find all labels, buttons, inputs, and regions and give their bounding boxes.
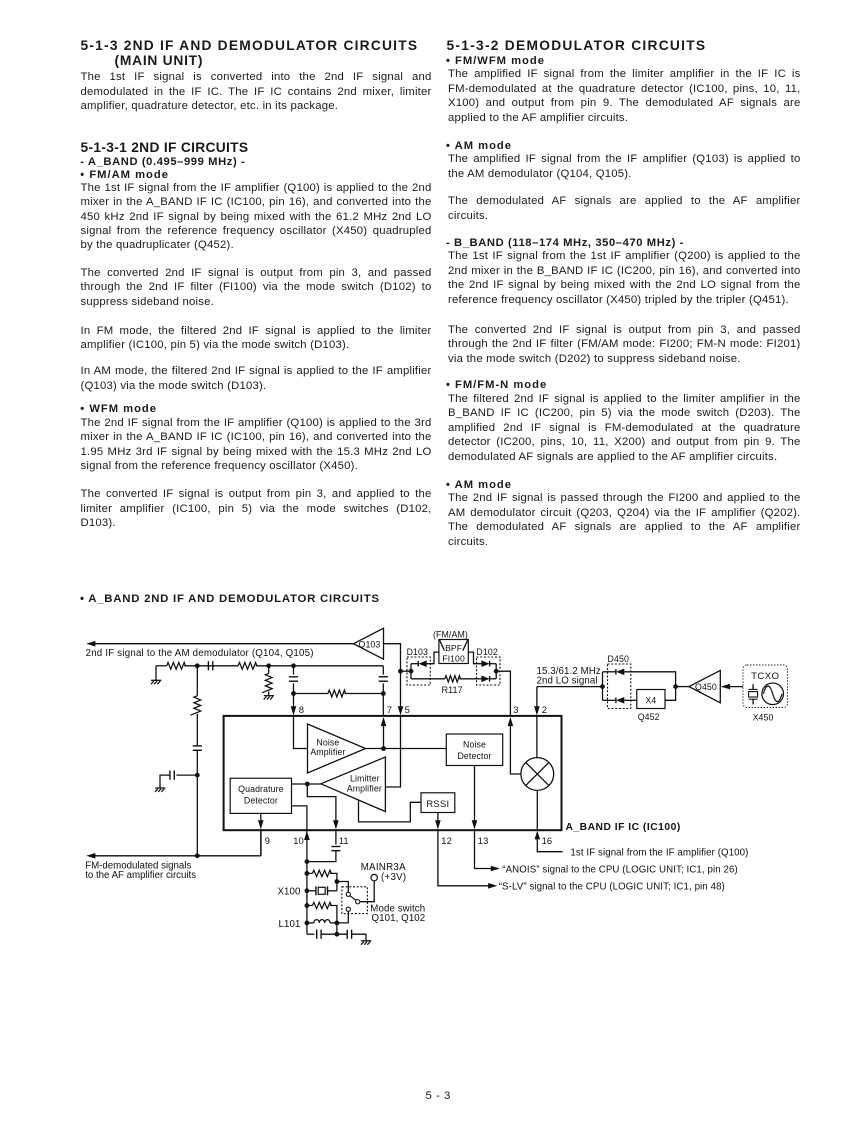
svg-text:Quadrature: Quadrature [238,784,284,794]
svg-text:RSSI: RSSI [426,798,449,809]
svg-text:FM-demodulated signals: FM-demodulated signals [85,860,191,871]
svg-text:D103: D103 [407,647,428,657]
svg-text:16: 16 [542,835,553,846]
svg-text:Noise: Noise [316,738,339,748]
svg-text:Amplifier: Amplifier [310,747,345,757]
svg-text:MAINR3A: MAINR3A [361,862,406,873]
svg-text:2: 2 [542,704,547,715]
svg-text:L101: L101 [279,919,301,930]
svg-text:(FM/AM): (FM/AM) [433,629,468,639]
svg-text:TCXO: TCXO [751,671,779,682]
svg-text:Mode switch: Mode switch [370,904,425,915]
svg-text:13: 13 [478,835,489,846]
svg-text:3: 3 [513,704,518,715]
svg-text:R117: R117 [442,685,463,695]
svg-text:9: 9 [265,835,270,846]
svg-text:X450: X450 [753,713,774,723]
svg-text:1st IF signal from the IF ampl: 1st IF signal from the IF amplifier (Q10… [570,848,748,859]
svg-text:D450: D450 [608,654,629,664]
svg-text:5: 5 [405,704,410,715]
svg-text:Limitter: Limitter [350,773,380,783]
svg-text:2nd IF signal to the AM demodu: 2nd IF signal to the AM demodulator (Q10… [86,648,314,659]
svg-text:X100: X100 [277,887,301,898]
svg-text:15.3/61.2 MHz: 15.3/61.2 MHz [537,666,601,677]
svg-text:Detector: Detector [457,751,491,761]
svg-text:“ANOIS” signal to the CPU (LOG: “ANOIS” signal to the CPU (LOGIC UNIT; I… [502,864,738,875]
svg-text:Q452: Q452 [638,712,660,722]
svg-text:10: 10 [293,835,304,846]
svg-text:A_BAND IF IC (IC100): A_BAND IF IC (IC100) [566,822,681,833]
svg-text:Q450: Q450 [695,682,717,692]
svg-text:FI100: FI100 [442,654,465,664]
svg-text:X4: X4 [645,695,656,705]
svg-text:8: 8 [299,704,304,715]
svg-text:D102: D102 [476,647,497,657]
svg-text:Detector: Detector [244,796,278,806]
svg-text:11: 11 [339,835,349,846]
svg-text:Q101, Q102: Q101, Q102 [372,913,426,924]
svg-text:2nd LO signal: 2nd LO signal [537,675,598,686]
svg-text:(+3V): (+3V) [381,872,406,883]
svg-text:12: 12 [441,835,452,846]
svg-text:BPF: BPF [445,643,462,653]
svg-text:to the AF amplifier circuits: to the AF amplifier circuits [85,870,196,881]
svg-text:Amplifier: Amplifier [347,783,382,793]
svg-text:“S-LV” signal to the CPU (LOGI: “S-LV” signal to the CPU (LOGIC UNIT; IC… [499,882,725,893]
svg-text:Q103: Q103 [359,640,381,650]
svg-text:7: 7 [387,704,392,715]
svg-text:Noise: Noise [463,739,486,749]
